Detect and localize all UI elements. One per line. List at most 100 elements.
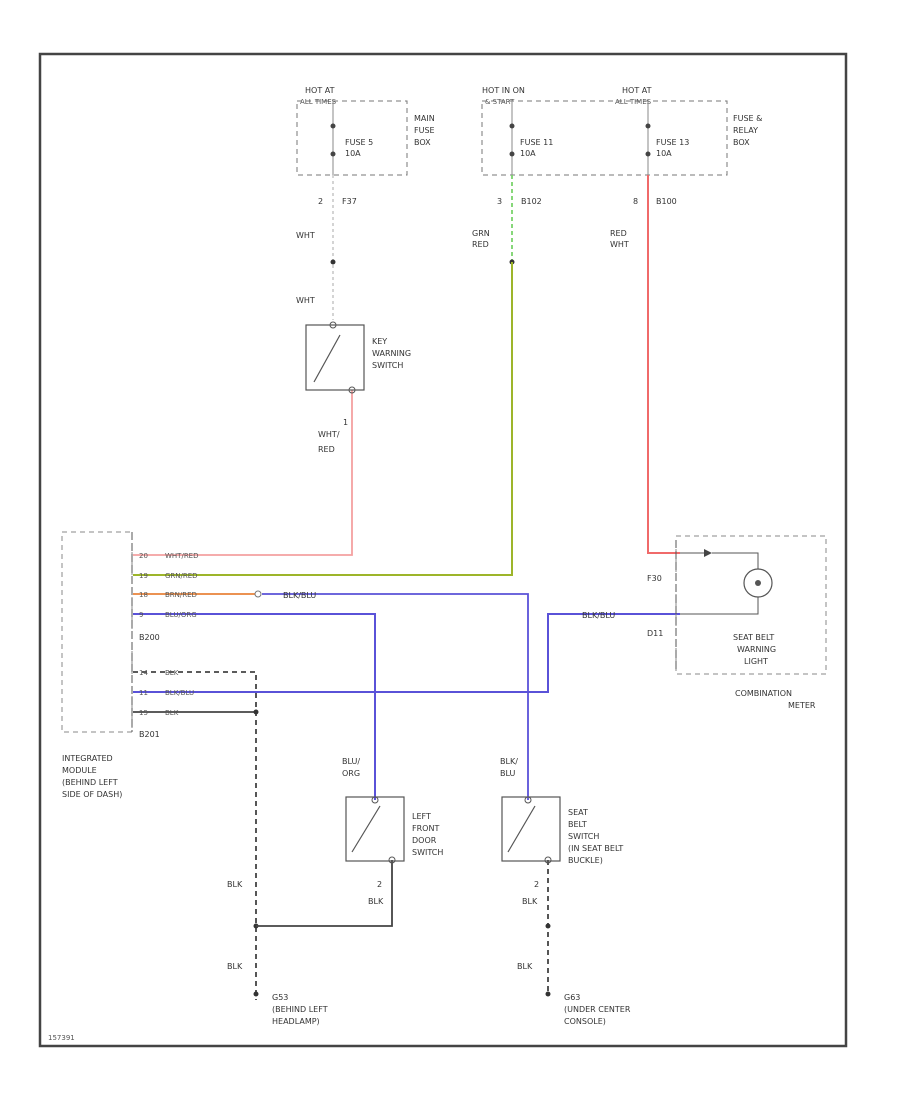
- module-pin-19-wire: GRN/RED: [165, 572, 198, 580]
- door-switch-contact: [351, 805, 381, 853]
- fuse3-name: FUSE 13: [656, 138, 689, 147]
- module-pin-20-wire: WHT/RED: [165, 552, 199, 560]
- integrated-module: 20 WHT/RED 19 GRN/RED 18 BRN/RED 9 BLU/O…: [61, 531, 199, 799]
- key-switch-pin: 1: [343, 418, 348, 427]
- door-switch-box: [345, 796, 405, 862]
- wire-red-wht: [647, 175, 680, 554]
- meter-internal-wire-3: [680, 597, 759, 615]
- belt-switch-wire-out: BLK: [522, 897, 538, 906]
- meter-internal-wire-2: [712, 552, 759, 569]
- belt-switch-label-1: SEAT: [568, 808, 588, 817]
- meter-wire-in: BLK/BLU: [582, 611, 615, 620]
- module-label-1: INTEGRATED: [62, 754, 113, 763]
- fuse2-pin: 3: [497, 197, 502, 206]
- left-front-door-switch: BLU/ ORG LEFT FRONT DOOR SWITCH 2 BLK: [342, 757, 443, 906]
- meter-lamp-label-2: WARNING: [737, 645, 776, 654]
- module-label-4: SIDE OF DASH): [62, 790, 122, 799]
- fuse3-box-line2: RELAY: [733, 126, 758, 135]
- seat-belt-lamp-filament: [755, 580, 761, 586]
- module-connector-2: B201: [139, 730, 160, 739]
- module-pin-15: 15: [139, 709, 148, 717]
- module-pin-11-wire: BLK/BLU: [165, 689, 194, 697]
- wire-blu-org: [133, 613, 376, 800]
- belt-switch-box: [501, 796, 561, 862]
- wire-door-switch-ground: [256, 860, 393, 927]
- ground1-terminal: [253, 991, 259, 997]
- fuse1-name: FUSE 5: [345, 138, 373, 147]
- meter-arrow-icon: [704, 549, 712, 557]
- main-fuse-box: HOT AT ALL TIMES FUSE 5 10A MAIN FUSE BO…: [296, 86, 435, 176]
- fuse1-pin: 2: [318, 197, 323, 206]
- wire-brn-red-connector: [254, 590, 262, 598]
- module-pin-14-wire: BLK: [165, 669, 179, 677]
- wire-fuse1-splice: [330, 259, 336, 265]
- meter-lamp-label-3: LIGHT: [744, 657, 768, 666]
- key-switch-label-3: SWITCH: [372, 361, 403, 370]
- fuse2-rating: 10A: [520, 149, 536, 158]
- door-switch-wire-in-1: BLU/: [342, 757, 360, 766]
- meter-label-2: METER: [788, 701, 816, 710]
- ground2-label-1: G63: [564, 993, 580, 1002]
- fuse2-name: FUSE 11: [520, 138, 553, 147]
- ground1-splice-top: [253, 709, 259, 715]
- module-pin-11: 11: [139, 689, 148, 697]
- fuse2-wire-color-1: GRN: [472, 229, 490, 238]
- fuse1-wire-color: WHT: [296, 231, 315, 240]
- fuse3-terminal-bottom: [645, 151, 651, 157]
- module-label-3: (BEHIND LEFT: [62, 778, 118, 787]
- meter-outline: [675, 535, 827, 675]
- key-switch-wire-out-1: WHT/: [318, 430, 340, 439]
- module-pin-9: 9: [139, 611, 143, 619]
- fuse1-terminal-bottom: [330, 151, 336, 157]
- ground-g63: BLK G63 (UNDER CENTER CONSOLE): [517, 962, 631, 1026]
- ground1-label-1: G53: [272, 993, 288, 1002]
- fuse3-mode-label: ALL TIMES: [615, 98, 652, 106]
- main-fuse-box-outline: [296, 100, 408, 176]
- fuse3-connector: B100: [656, 197, 677, 206]
- key-switch-contact: [313, 334, 341, 383]
- diagram-border: [38, 52, 848, 1048]
- brn-red-continuation-label: BLK/BLU: [283, 591, 316, 600]
- relay-fuse-box-outline: [481, 100, 728, 176]
- fuse3-hot-label: HOT AT: [622, 86, 652, 95]
- key-switch-terminal-bottom: [348, 386, 356, 394]
- key-switch-wire-in: WHT: [296, 296, 315, 305]
- fuse1-box-line2: FUSE: [414, 126, 435, 135]
- door-switch-terminal-top: [371, 796, 379, 804]
- fuse1-rating: 10A: [345, 149, 361, 158]
- module-connector-1: B200: [139, 633, 160, 642]
- ground2-terminal: [545, 991, 551, 997]
- diagram-code: 157391: [48, 1034, 75, 1042]
- ground2-label-3: CONSOLE): [564, 1017, 606, 1026]
- key-switch-label-1: KEY: [372, 337, 387, 346]
- module-label-2: MODULE: [62, 766, 97, 775]
- meter-pin-2: D11: [647, 629, 663, 638]
- fuse3-wire-color-2: WHT: [610, 240, 629, 249]
- fuse2-wire-color-2: RED: [472, 240, 489, 249]
- module-pin-18-wire: BRN/RED: [165, 591, 197, 599]
- fuse3-terminal-top: [645, 123, 651, 129]
- door-switch-label-2: FRONT: [412, 824, 439, 833]
- wire-wht-red: [133, 390, 353, 556]
- combination-meter: F30 D11 SEAT BELT WARNING LIGHT COMBINAT…: [647, 535, 827, 710]
- module-outline: [61, 531, 133, 733]
- fuse1-terminal-top: [330, 123, 336, 129]
- fuse1-mode-label: ALL TIMES: [300, 98, 337, 106]
- fuse2-terminal-bottom: [509, 151, 515, 157]
- fuse3-pin: 8: [633, 197, 638, 206]
- ground1-wire-a: BLK: [227, 880, 243, 889]
- module-pin-15-wire: BLK: [165, 709, 179, 717]
- key-warning-switch: KEY WARNING SWITCH: [305, 321, 411, 394]
- module-pin-18: 18: [139, 591, 148, 599]
- door-switch-wire-in-2: ORG: [342, 769, 360, 778]
- fuse2-mode-label: & START: [485, 98, 515, 106]
- door-switch-pin: 2: [377, 880, 382, 889]
- fuse2-hot-label: HOT IN ON: [482, 86, 525, 95]
- relay-fuse-box: HOT IN ON & START FUSE 11 10A HOT AT ALL…: [481, 86, 762, 176]
- key-switch-box: [305, 324, 365, 391]
- door-switch-terminal-bottom: [388, 856, 396, 864]
- module-pin-19: 19: [139, 572, 148, 580]
- meter-lamp-label-1: SEAT BELT: [733, 633, 774, 642]
- module-pin-14: 14: [139, 669, 148, 677]
